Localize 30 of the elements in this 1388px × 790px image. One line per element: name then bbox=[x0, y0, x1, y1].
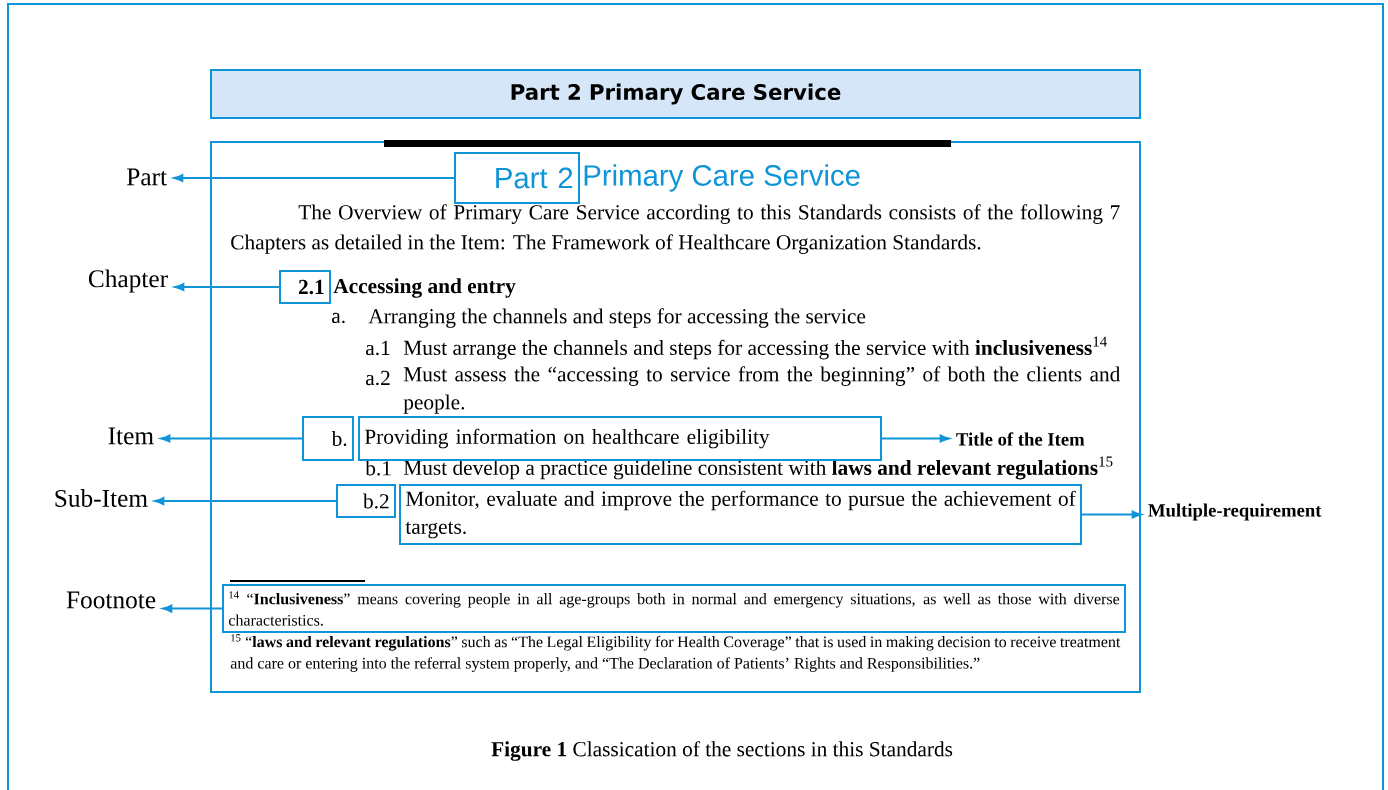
highlight-box: b. bbox=[302, 416, 354, 461]
section-label: Multiple-requirement bbox=[1148, 503, 1322, 521]
highlight-box: b.2 bbox=[336, 484, 396, 518]
arrow bbox=[173, 174, 455, 182]
highlight-box: Part 2 bbox=[454, 152, 580, 204]
footnote-text: $^{15}$ “laws and relevant regulations” such as “The Legal Eligibility for Health Coverage” that is used in making decision to receive treatment and care or entering into the referral system properly, and “The Declaration of Patients’ Rights and Responsibilities.” bbox=[230, 634, 1121, 672]
requirement-text: Must assess the “accessing to service from the beginning” of both the clients and people. bbox=[403, 366, 1121, 414]
section-label: Sub-Item bbox=[55, 489, 148, 507]
figure-caption: Figure 1 Classication of the sections in this Standards bbox=[491, 741, 953, 761]
highlight-box: $^{14}$ “Inclusiveness” means covering people in all age-groups both in normal and emergency situations, as well as those with diverse characteristics. bbox=[222, 584, 1126, 633]
item-number: b.1 bbox=[365, 460, 391, 476]
section-label: Part bbox=[127, 168, 167, 186]
highlight-box: Monitor, evaluate and improve the performance to pursue the achievement of targets. bbox=[399, 484, 1082, 545]
section-label: Chapter bbox=[88, 269, 168, 293]
item-number: a. bbox=[332, 312, 345, 324]
item-number: a.1 bbox=[366, 340, 390, 356]
arrow bbox=[174, 283, 280, 291]
section-label: Item bbox=[108, 427, 154, 445]
item-title: Arranging the channels and steps for accessing the service bbox=[368, 308, 866, 328]
page-title: Primary Care Service bbox=[584, 164, 860, 192]
paragraph: The Overview of Primary Care Service according to this Standards consists of the following 7 Chapters as detailed in the Item: The Framework of Healthcare Organization Standards. bbox=[231, 204, 1120, 254]
highlight-box: 2.1 bbox=[279, 270, 331, 304]
section-label: Title of the Item bbox=[956, 432, 1085, 446]
requirement-text: Must arrange the channels and steps for accessing the service with inclusiveness$^{14}$ bbox=[403, 336, 1107, 360]
highlight-box: Providing information on healthcare eligibility bbox=[358, 416, 882, 461]
chapter-title: Accessing and entry bbox=[333, 278, 516, 298]
header-band: Part 2 Primary Care Service bbox=[210, 69, 1141, 119]
section-label: Footnote bbox=[66, 591, 156, 609]
arrow bbox=[154, 497, 337, 505]
item-number: a.2 bbox=[366, 370, 390, 386]
